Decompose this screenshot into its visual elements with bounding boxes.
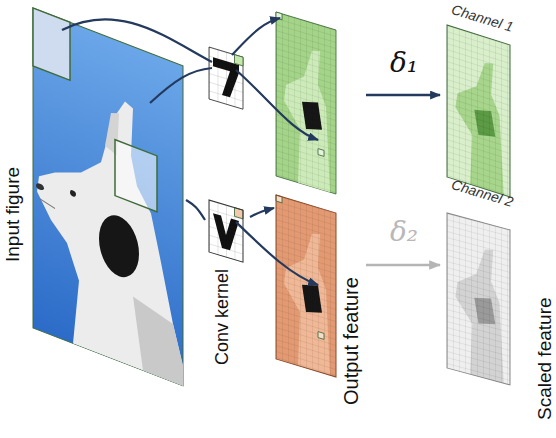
conv-curve xyxy=(236,70,318,140)
feature-map xyxy=(276,12,336,194)
llama-shadow xyxy=(133,297,183,386)
receptive-patch xyxy=(115,140,157,212)
llama-patch xyxy=(99,208,139,283)
kernel-cell xyxy=(235,55,244,66)
map-fill xyxy=(447,25,510,197)
conv-curve xyxy=(62,19,212,62)
receptive-patch xyxy=(33,8,70,80)
map-border xyxy=(209,200,243,262)
conv-connector xyxy=(250,208,274,217)
kernel-body xyxy=(209,47,243,109)
figure-label: Conv kernel xyxy=(213,269,233,365)
feature-silhouette xyxy=(284,40,330,192)
node-shape xyxy=(276,195,336,377)
scale-arrow xyxy=(366,94,440,97)
conv-curve xyxy=(236,222,318,285)
kernel-pattern xyxy=(213,57,239,100)
scaled-feature: Channel 2Scaled feature xyxy=(440,205,556,393)
map-border xyxy=(33,8,183,386)
node-shape xyxy=(447,213,510,385)
conv-curve xyxy=(232,18,280,55)
node-shape xyxy=(447,25,510,197)
scale-arrow xyxy=(366,264,440,267)
feature-cell xyxy=(276,12,282,20)
figure-label: Output feature xyxy=(340,277,362,405)
map-border xyxy=(447,25,510,197)
map-fill xyxy=(447,213,510,385)
node-shape xyxy=(33,8,183,386)
llama-eye xyxy=(70,189,76,197)
node-shape xyxy=(209,200,243,262)
conv-kernel: Conv kernel xyxy=(205,195,250,367)
map-fill xyxy=(209,200,243,262)
map-fill xyxy=(276,195,336,377)
map-border xyxy=(447,213,510,385)
map-grid xyxy=(447,213,510,385)
scale-factor: δ₂ xyxy=(390,217,418,248)
map-cell xyxy=(318,332,324,340)
llama-nose xyxy=(36,182,44,191)
feature-patch xyxy=(302,98,322,134)
node-outline xyxy=(0,5,186,390)
figure-label: Scaled feature xyxy=(535,297,556,420)
map-grid xyxy=(447,25,510,197)
scaled-feature: Channel 1 xyxy=(440,0,520,200)
conv-curve xyxy=(150,68,212,103)
llama-mouth xyxy=(39,198,55,208)
map-fill xyxy=(33,8,183,386)
figure-label: Input figure xyxy=(3,167,24,262)
output-feature: Output feature xyxy=(274,193,366,383)
input-figure: Input figure xyxy=(0,5,186,390)
feature-grid xyxy=(276,12,336,194)
map-border xyxy=(276,195,336,377)
llama-ear xyxy=(105,108,119,156)
map-grid xyxy=(276,195,336,377)
feature-cell xyxy=(318,149,324,157)
llama-body xyxy=(37,68,183,386)
conv-connector xyxy=(186,200,205,220)
map-grid xyxy=(209,200,243,262)
scale-factor: δ₁ xyxy=(390,48,418,79)
kernel-grid xyxy=(209,47,243,109)
